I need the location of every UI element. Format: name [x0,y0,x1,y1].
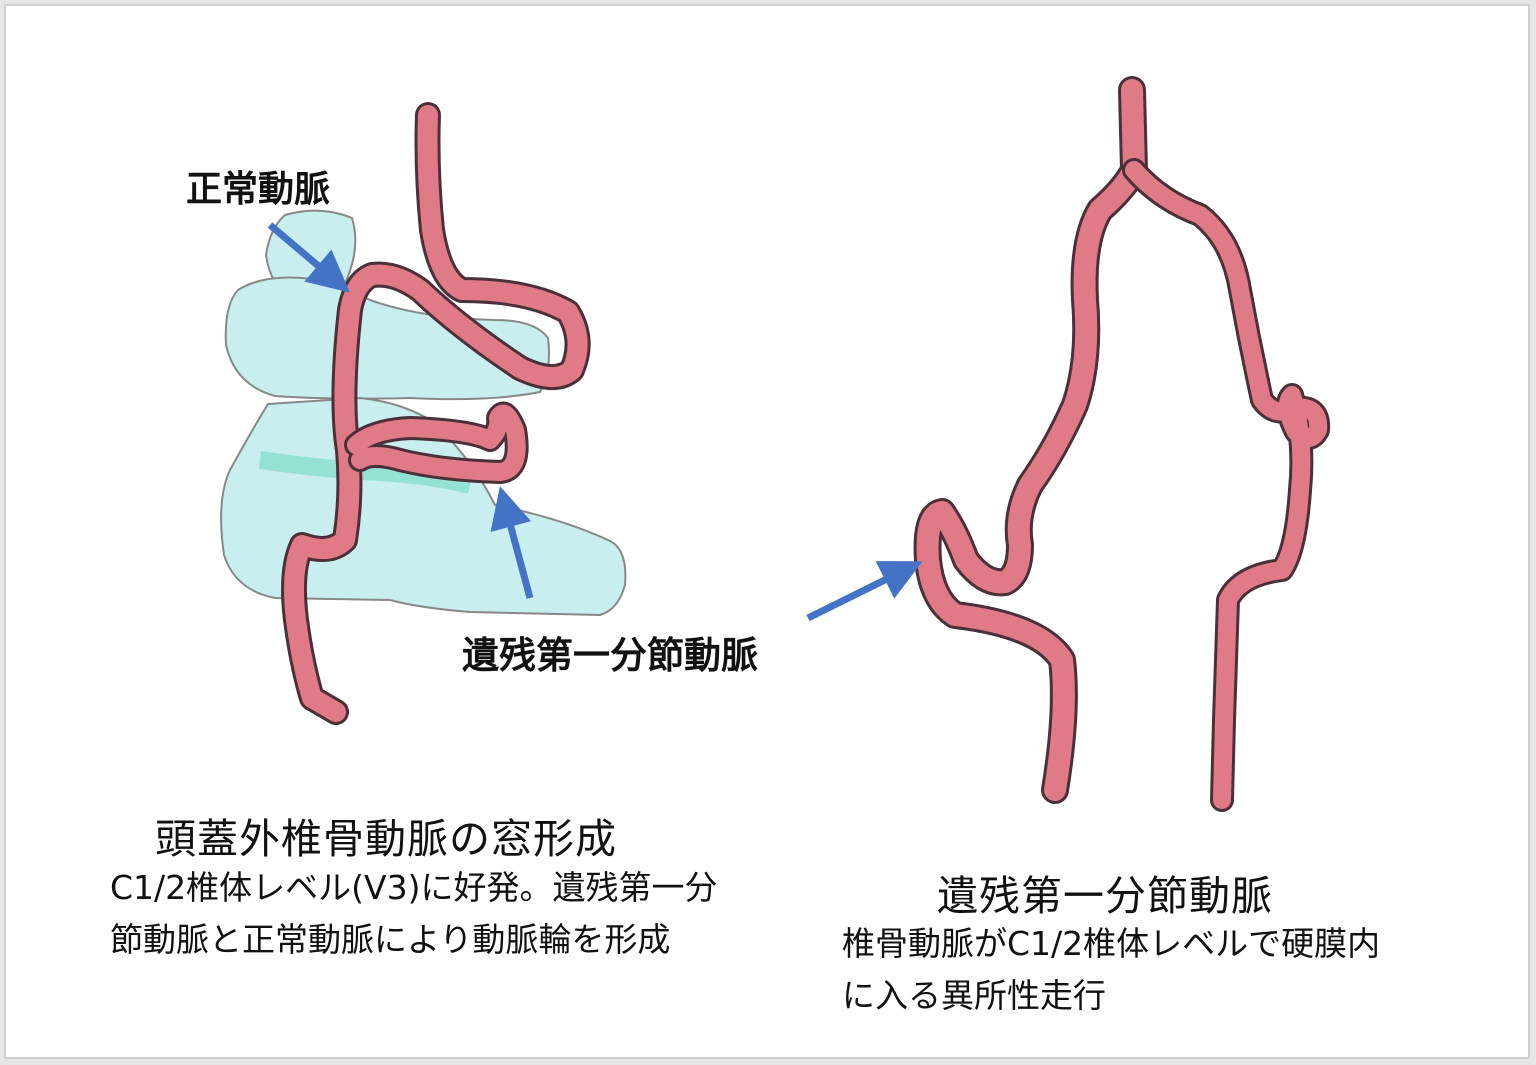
left-caption-body: C1/2椎体レベル(V3)に好発。遺残第一分節動脈と正常動脈により動脈輪を形成 [110,868,718,959]
arrow-remnant-right [806,561,923,622]
right-caption-body: 椎骨動脈がC1/2椎体レベルで硬膜内に入る異所性走行 [842,924,1381,1015]
arrow-normal-artery [267,222,350,293]
left-caption-title: 頭蓋外椎骨動脈の窓形成 [155,815,617,863]
artery-anomalous-right [913,76,1331,812]
right-caption-title: 遺残第一分節動脈 [937,872,1273,920]
label-persistent-first-segmental-artery: 遺残第一分節動脈 [462,634,758,677]
artery-fenestration-left [281,102,591,725]
vertebra-bone-left [220,209,627,617]
label-normal-artery: 正常動脈 [186,169,331,210]
arrow-remnant-left [490,486,534,599]
